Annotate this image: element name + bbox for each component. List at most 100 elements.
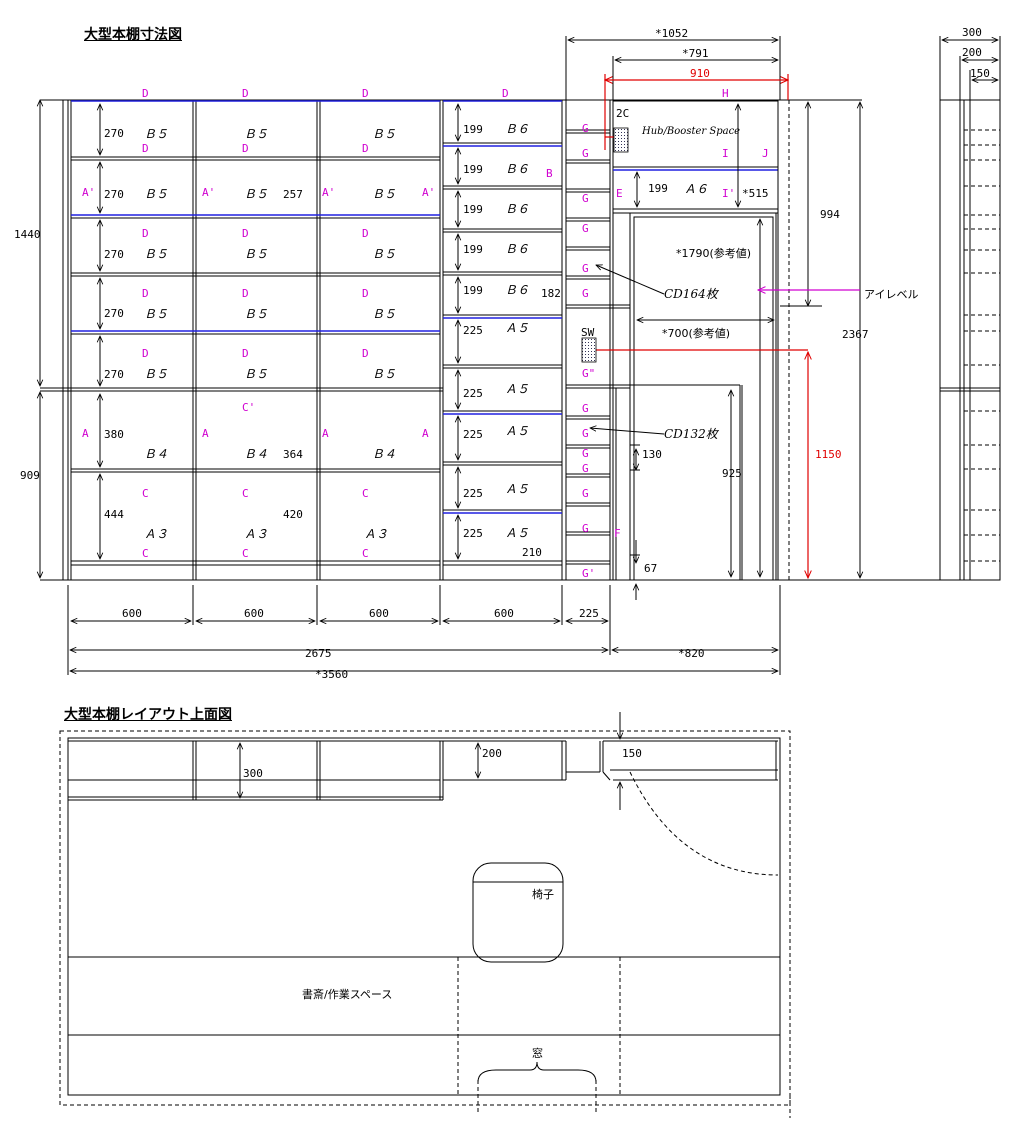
svg-text:Ｂ６: Ｂ６ [505,242,529,256]
width-col1: 600 [122,607,142,620]
svg-text:D: D [362,287,369,300]
window-label: 窓 [532,1046,543,1060]
svg-text:Ｂ５: Ｂ５ [244,247,268,261]
dim-upper-height: 1440 [14,228,41,241]
elevation-labels: 1440 909 2367 994 925 1150 *1052 *791 91… [14,26,990,681]
label-1790: *1790(参考値) [676,246,751,260]
svg-text:Ｂ５: Ｂ５ [244,367,268,381]
svg-text:D: D [362,142,369,155]
svg-text:D: D [362,347,369,360]
svg-text:Ａ３: Ａ３ [144,527,168,541]
svg-text:Ａ３: Ａ３ [244,527,268,541]
label-700: *700(参考値) [662,326,730,340]
svg-text:Ａ５: Ａ５ [505,321,529,335]
dim-791: *791 [682,47,709,60]
svg-text:270: 270 [104,188,124,201]
svg-text:Ｂ５: Ｂ５ [244,127,268,141]
svg-text:A: A [202,427,209,440]
svg-text:J: J [762,147,769,160]
plan-dim-300: 300 [243,767,263,780]
svg-text:I': I' [722,187,735,200]
label-a6-dim: 199 [648,182,668,195]
highlight-markers [581,74,860,578]
plan-dim-150: 150 [622,747,642,760]
svg-text:A': A' [322,186,335,199]
svg-text:D: D [242,142,249,155]
svg-text:A: A [322,427,329,440]
svg-text:D: D [142,227,149,240]
chair-label: 椅子 [532,887,554,901]
dim-1052: *1052 [655,27,688,40]
label-hub: Hub/Booster Space [641,126,740,137]
svg-text:Ａ５: Ａ５ [505,382,529,396]
svg-text:Ｂ４: Ｂ４ [372,447,396,461]
width-col3: 600 [369,607,389,620]
svg-text:Ｂ６: Ｂ６ [505,122,529,136]
svg-text:G': G' [582,567,595,580]
width-col5: 225 [579,607,599,620]
plan-dim-200: 200 [482,747,502,760]
label-67: 67 [644,562,657,575]
svg-text:B: B [546,167,553,180]
svg-text:D: D [502,87,509,100]
svg-text:182: 182 [541,287,561,300]
svg-text:225: 225 [463,428,483,441]
dim-side-150: 150 [970,67,990,80]
plan-view: 300 200 150 椅子 書斎/作業スペース 窓 [59,712,791,1118]
svg-text:H: H [722,87,729,100]
svg-text:210: 210 [522,546,542,559]
outer-dimension-lines [40,36,1001,675]
svg-text:G: G [582,402,589,415]
elevation-title: 大型本棚寸法図 [84,27,182,43]
svg-text:A': A' [202,186,215,199]
svg-text:257: 257 [283,188,303,201]
svg-text:Ａ５: Ａ５ [505,526,529,540]
svg-text:C: C [242,547,249,560]
dim-overall-width: *3560 [315,668,348,681]
svg-text:Ｂ４: Ｂ４ [244,447,268,461]
svg-text:Ｂ５: Ｂ５ [372,127,396,141]
svg-text:F: F [614,527,621,540]
svg-text:G: G [582,147,589,160]
dim-994: 994 [820,208,840,221]
svg-text:Ａ５: Ａ５ [505,482,529,496]
svg-text:Ｂ６: Ｂ６ [505,202,529,216]
svg-text:Ｂ５: Ｂ５ [144,307,168,321]
dim-total-height: 2367 [842,328,869,341]
svg-text:D: D [362,87,369,100]
svg-text:C: C [362,547,369,560]
svg-text:C: C [362,487,369,500]
svg-text:C: C [242,487,249,500]
svg-text:D: D [142,347,149,360]
svg-text:G: G [582,222,589,235]
dim-1150: 1150 [815,448,842,461]
svg-text:Ｂ５: Ｂ５ [372,187,396,201]
svg-text:D: D [242,227,249,240]
workspace-label: 書斎/作業スペース [302,987,392,1001]
svg-text:270: 270 [104,368,124,381]
svg-text:G: G [582,287,589,300]
svg-text:Ｂ５: Ｂ５ [372,307,396,321]
label-130: 130 [642,448,662,461]
svg-text:270: 270 [104,248,124,261]
svg-text:Ｂ４: Ｂ４ [144,447,168,461]
svg-text:G: G [582,192,589,205]
svg-text:A: A [422,427,429,440]
plan-title: 大型本棚レイアウト上面図 [64,707,232,723]
svg-text:199: 199 [463,203,483,216]
width-col4: 600 [494,607,514,620]
svg-text:C': C' [242,401,255,414]
svg-text:C: C [142,487,149,500]
label-a6-paper: Ａ６ [684,182,708,196]
svg-text:Ｂ６: Ｂ６ [505,283,529,297]
svg-text:Ａ５: Ａ５ [505,424,529,438]
svg-text:Ａ３: Ａ３ [364,527,388,541]
svg-text:Ｂ５: Ｂ５ [144,367,168,381]
svg-text:Ｂ６: Ｂ６ [505,162,529,176]
label-sw: SW [581,326,595,339]
svg-text:225: 225 [463,487,483,500]
svg-text:G": G" [582,367,595,380]
svg-text:270: 270 [104,307,124,320]
internal-dimension-arrows [100,104,760,600]
